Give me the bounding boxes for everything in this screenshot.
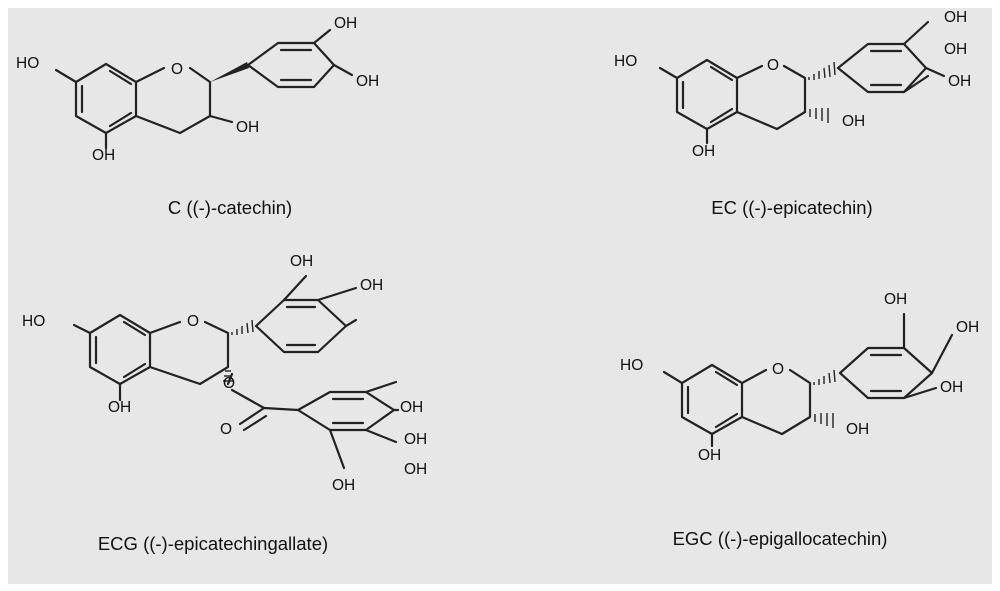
ester-linkage (226, 372, 300, 432)
b-ring (838, 346, 934, 400)
atom-label: OH (290, 253, 313, 270)
stereo-hash (813, 369, 836, 385)
atom-label: OH (92, 147, 115, 164)
a-ring (680, 363, 744, 436)
c-ring (148, 320, 230, 386)
c-ring (735, 64, 807, 131)
a-ring (74, 62, 138, 135)
c-ring (740, 368, 812, 436)
structure-epicatechingallate: HO O OH OH OH O O OH OH OH OH (22, 253, 427, 494)
a-ring (675, 58, 739, 131)
atom-label: OH (356, 73, 379, 90)
atom-label: O (772, 361, 784, 378)
atom-label: O (767, 57, 779, 74)
atom-label: OH (944, 41, 967, 58)
figure-panel (8, 8, 992, 584)
compound-caption: C ((-)-catechin) (167, 197, 293, 218)
structure-epigallocatechin: HO O OH OH OH OH OH (620, 291, 979, 464)
compound-caption: ECG ((-)-epicatechingallate) (97, 533, 329, 554)
atom-label: HO (22, 313, 45, 330)
atom-label: HO (620, 357, 643, 374)
compound-caption: EC ((-)-epicatechin) (711, 197, 873, 218)
atom-label: O (187, 313, 199, 330)
b-ring (836, 42, 928, 94)
atom-label: OH (404, 431, 427, 448)
atom-label: OH (846, 421, 869, 438)
atom-label: OH (884, 291, 907, 308)
compound-caption: EGC ((-)-epigallocatechin) (672, 528, 888, 549)
stereo-hash (231, 319, 254, 335)
stereo-wedge (210, 62, 249, 82)
atom-label: OH (404, 461, 427, 478)
galloyl-ring (296, 390, 396, 432)
atom-label: HO (16, 55, 39, 72)
atom-label: OH (842, 113, 865, 130)
atom-label: OH (692, 143, 715, 160)
atom-label: OH (948, 73, 971, 90)
atom-label: OH (940, 379, 963, 396)
atom-label: O (223, 375, 235, 392)
atom-label: OH (332, 477, 355, 494)
b-ring (246, 41, 336, 89)
a-ring (88, 313, 152, 386)
atom-label: O (171, 61, 183, 78)
atom-label: OH (334, 15, 357, 32)
b-ring (254, 298, 348, 354)
atom-label: OH (400, 399, 423, 416)
stereo-hash (814, 413, 834, 428)
atom-label: OH (698, 447, 721, 464)
atom-label: OH (108, 399, 131, 416)
atom-label: O (220, 421, 232, 438)
atom-label: OH (236, 119, 259, 136)
atom-label: OH (360, 277, 383, 294)
stereo-hash (808, 61, 836, 80)
structure-epicatechin: HO O OH OH OH OH OH (614, 9, 971, 160)
structure-catechin: HO O OH OH OH OH (16, 15, 379, 164)
atom-label: OH (944, 9, 967, 26)
stereo-hash (809, 108, 829, 123)
atom-label: OH (956, 319, 979, 336)
atom-label: HO (614, 53, 637, 70)
